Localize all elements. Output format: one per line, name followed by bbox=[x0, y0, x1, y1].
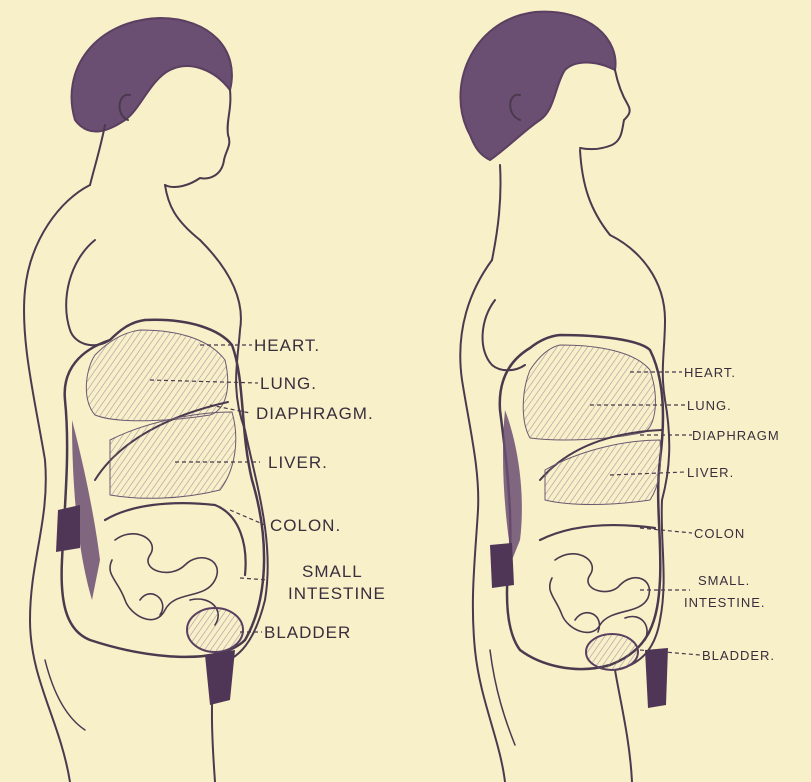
left-figure bbox=[24, 18, 268, 782]
right-small-intestine bbox=[550, 554, 650, 640]
left-colon bbox=[105, 503, 246, 575]
right-neck bbox=[492, 165, 501, 260]
right-hair bbox=[460, 12, 615, 160]
right-figure bbox=[460, 12, 669, 782]
left-label-small-intestine-1: SMALL bbox=[302, 562, 363, 581]
right-arm bbox=[483, 300, 525, 370]
right-label-bladder: BLADDER. bbox=[702, 648, 775, 663]
left-label-colon: COLON. bbox=[270, 516, 341, 535]
right-label-diaphragm: DIAPHRAGM bbox=[692, 428, 780, 443]
left-label-liver: LIVER. bbox=[268, 453, 328, 472]
right-label-colon: COLON bbox=[694, 526, 745, 541]
left-hair bbox=[72, 18, 232, 132]
left-label-small-intestine-2: INTESTINE bbox=[288, 584, 386, 603]
right-colon bbox=[540, 525, 655, 540]
right-labels: HEART. LUNG. DIAPHRAGM LIVER. COLON SMAL… bbox=[684, 365, 780, 663]
left-labels: HEART. LUNG. DIAPHRAGM. LIVER. COLON. SM… bbox=[254, 336, 386, 642]
left-label-lung: LUNG. bbox=[260, 374, 317, 393]
left-liver bbox=[110, 412, 236, 498]
right-label-heart: HEART. bbox=[684, 365, 736, 380]
left-neck bbox=[90, 125, 105, 185]
left-bladder bbox=[187, 608, 243, 652]
right-label-small-intestine-1: SMALL. bbox=[698, 573, 750, 588]
left-face bbox=[165, 90, 230, 187]
right-label-lung: LUNG. bbox=[687, 398, 732, 413]
left-label-bladder: BLADDER bbox=[264, 623, 351, 642]
left-arm bbox=[66, 240, 110, 345]
right-label-liver: LIVER. bbox=[687, 465, 734, 480]
right-face bbox=[580, 70, 630, 149]
right-bladder bbox=[586, 634, 638, 670]
right-label-small-intestine-2: INTESTINE. bbox=[684, 595, 766, 610]
left-label-heart: HEART. bbox=[254, 336, 320, 355]
left-label-diaphragm: DIAPHRAGM. bbox=[256, 404, 374, 423]
right-liver bbox=[545, 440, 661, 505]
